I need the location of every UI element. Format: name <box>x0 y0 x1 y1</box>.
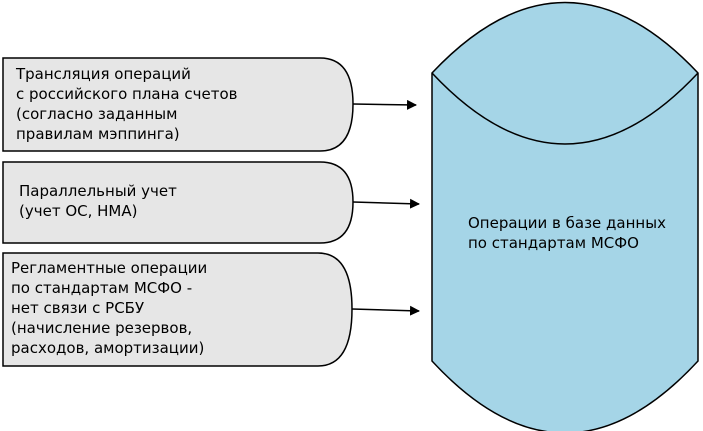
database-label: Операции в базе данных по стандартам МСФ… <box>468 214 666 252</box>
translation-process-label: Трансляция операций с российского плана … <box>16 65 238 143</box>
regulatory-operations-label: Регламентные операции по стандартам МСФО… <box>11 259 208 357</box>
parallel-accounting-label: Параллельный учет (учет ОС, НМА) <box>19 182 177 220</box>
database-cylinder-top-curve <box>431 72 699 145</box>
database-cylinder <box>431 1 699 431</box>
arrow-regulatory-to-database <box>351 305 420 316</box>
arrow-parallel-to-database <box>352 198 420 209</box>
arrow-translation-to-database <box>352 99 417 110</box>
